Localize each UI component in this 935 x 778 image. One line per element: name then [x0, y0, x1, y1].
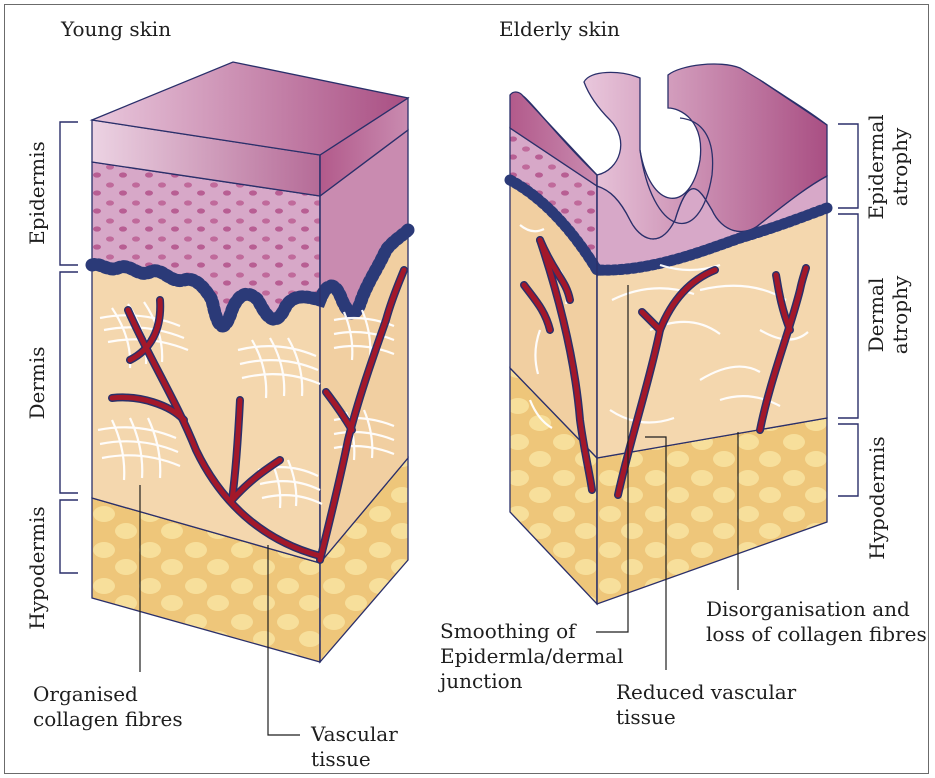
elderly-skin-block — [510, 64, 827, 604]
hypodermis-label-right: Hypodermis — [865, 436, 889, 559]
vascular-tissue-label: Vascular tissue — [311, 722, 398, 772]
left-layer-brackets — [60, 122, 78, 573]
right-layer-brackets — [838, 124, 858, 496]
disorganisation-collagen-label: Disorganisation and loss of collagen fib… — [706, 597, 927, 647]
smoothing-junction-label: Smoothing of Epidermla/dermal junction — [440, 619, 624, 694]
dermis-label: Dermis — [25, 346, 49, 419]
reduced-vascular-label: Reduced vascular tissue — [616, 680, 796, 730]
dermal-atrophy-label: Dermal atrophy — [864, 276, 912, 355]
hypodermis-label-left: Hypodermis — [25, 506, 49, 629]
epidermal-atrophy-label: Epidermal atrophy — [864, 114, 912, 219]
epidermis-label: Epidermis — [25, 141, 49, 245]
elderly-skin-title: Elderly skin — [499, 17, 620, 42]
organised-collagen-label: Organised collagen fibres — [33, 682, 183, 732]
young-skin-title: Young skin — [61, 17, 171, 42]
